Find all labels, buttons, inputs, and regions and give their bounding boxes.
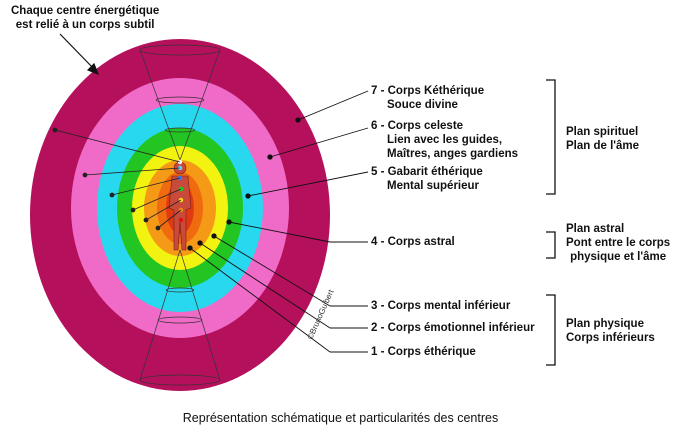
body-6-title: 6 - Corps celeste [371, 120, 464, 132]
plane-physical-line1: Plan physique [566, 318, 644, 330]
body-1-title: 1 - Corps éthérique [371, 346, 476, 358]
body-label-3: 3 - Corps mental inférieur [371, 299, 510, 313]
plane-astral-line2: Pont entre le corps [566, 237, 671, 249]
plane-astral-line1: Plan astral [566, 223, 625, 235]
plane-spiritual-line1: Plan spirituel [566, 126, 639, 138]
body-2-title: 2 - Corps émotionnel inférieur [371, 322, 535, 334]
plane-brackets [546, 79, 556, 366]
body-label-5: 5 - Gabarit éthérique Mental supérieur [371, 165, 483, 193]
corner-arrow [59, 33, 100, 76]
corner-note-line2: est relié à un corps subtil [15, 19, 155, 31]
corner-note: Chaque centre énergétique est relié à un… [11, 4, 159, 32]
plane-spiritual: Plan spirituel Plan de l'âme [566, 125, 639, 153]
energy-cones [139, 44, 221, 386]
plane-astral: Plan astral Pont entre le corps physique… [566, 222, 670, 264]
body-label-4: 4 - Corps astral [371, 235, 455, 249]
figure-caption: Représentation schématique et particular… [182, 411, 499, 425]
body-7-title: 7 - Corps Kéthérique [371, 85, 485, 97]
body-label-6: 6 - Corps celeste Lien avec les guides, … [371, 119, 518, 161]
plane-spiritual-line2: Plan de l'âme [566, 140, 640, 152]
body-6-sub1: Lien avec les guides, [387, 134, 503, 146]
body-7-sub: Souce divine [387, 99, 458, 111]
body-label-2: 2 - Corps émotionnel inférieur [371, 321, 535, 335]
leader-lines [187, 90, 369, 353]
body-4-title: 4 - Corps astral [371, 236, 455, 248]
body-5-sub: Mental supérieur [387, 180, 480, 192]
layer-pointers [52, 127, 182, 231]
chakra-root [178, 217, 184, 223]
body-label-1: 1 - Corps éthérique [371, 345, 476, 359]
plane-physical: Plan physique Corps inférieurs [566, 317, 655, 345]
body-label-7: 7 - Corps Kéthérique Souce divine [371, 84, 484, 112]
plane-physical-line2: Corps inférieurs [566, 332, 655, 344]
body-5-title: 5 - Gabarit éthérique [371, 166, 483, 178]
body-6-sub2: Maîtres, anges gardiens [387, 148, 519, 160]
plane-astral-line3: physique et l'âme [570, 251, 667, 263]
corner-note-line1: Chaque centre énergétique [11, 5, 160, 17]
body-3-title: 3 - Corps mental inférieur [371, 300, 511, 312]
human-silhouette [168, 161, 192, 251]
